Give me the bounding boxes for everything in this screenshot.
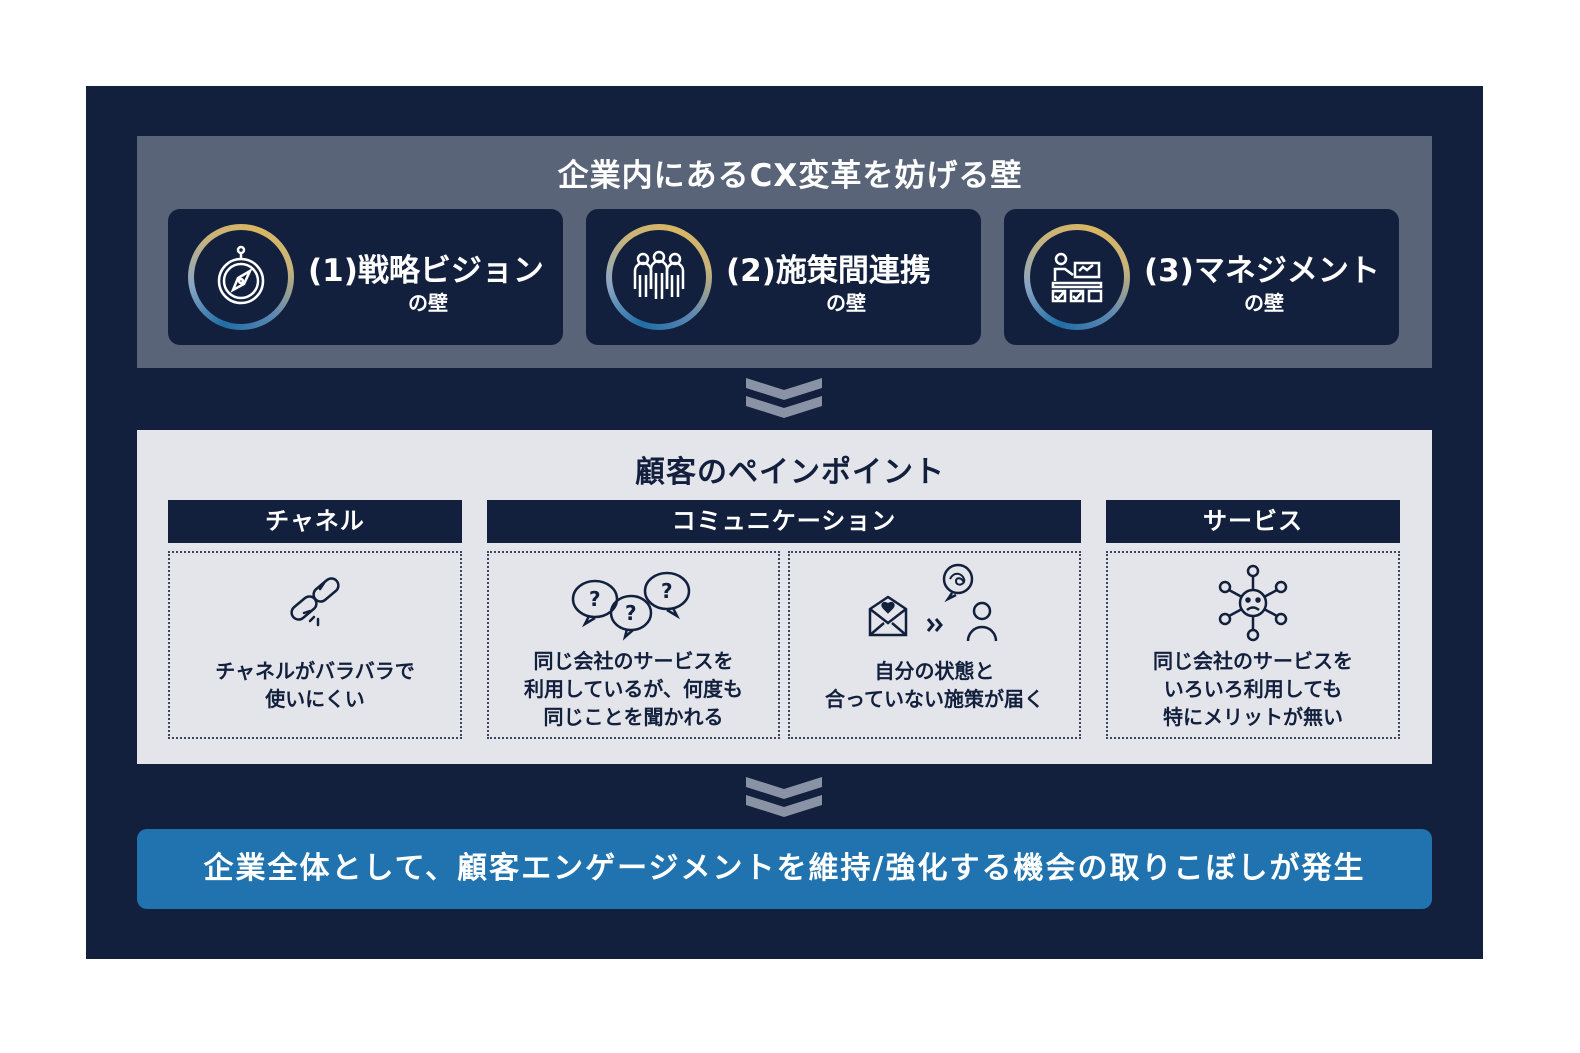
chevron-down-icon (746, 378, 822, 418)
wall-title: (2)施策間連携 (726, 253, 931, 289)
wall-subtitle: の壁 (1244, 291, 1284, 315)
broken-link-icon (290, 577, 340, 627)
pain-text-line: 合っていない施策が届く (825, 687, 1044, 711)
wall-title: (3)マネジメント (1144, 253, 1380, 289)
pain-text-line: 特にメリットが無い (1163, 705, 1343, 729)
wall-card-coordination: (2)施策間連携 の壁 (586, 209, 981, 345)
result-banner: 企業全体として、顧客エンゲージメントを維持/強化する機会の取りこぼしが発生 (137, 829, 1432, 909)
category-service: サービス (1106, 500, 1400, 543)
pain-text-line: 利用しているが、何度も (524, 677, 743, 701)
checklist-worker-icon (1051, 252, 1103, 303)
pain-box-no-merit: 同じ会社のサービスをいろいろ利用しても特にメリットが無い (1106, 551, 1400, 739)
svg-text:?: ? (589, 587, 601, 611)
icon-ring (606, 224, 712, 330)
walls-title: 企業内にあるCX変革を妨げる壁 (557, 158, 1023, 194)
category-channel: チャネル (168, 500, 462, 543)
pain-text-line: チャネルがバラバラで (215, 659, 415, 683)
pain-text-line: いろいろ利用しても (1163, 677, 1343, 701)
chevron-down-icon (746, 777, 822, 817)
compass-icon (217, 245, 265, 305)
wall-subtitle: の壁 (826, 291, 866, 315)
pain-text-line: 同じことを聞かれる (543, 705, 724, 729)
wall-subtitle: の壁 (408, 291, 448, 315)
team-icon (633, 250, 685, 299)
icon-ring (1024, 224, 1130, 330)
question-bubbles-icon: ? ? ? (571, 571, 690, 641)
category-communication: コミュニケーション (487, 500, 1081, 543)
pain-box-mismatched: 自分の状態と合っていない施策が届く (788, 551, 1081, 739)
pain-text-line: 同じ会社のサービスを (1153, 649, 1353, 673)
wall-card-strategy: (1)戦略ビジョン の壁 (168, 209, 563, 345)
wall-card-management: (3)マネジメント の壁 (1004, 209, 1399, 345)
icon-ring (188, 224, 294, 330)
wall-title: (1)戦略ビジョン (308, 253, 544, 289)
pain-text-line: 自分の状態と (874, 659, 995, 683)
svg-text:?: ? (625, 601, 637, 625)
pain-box-repeated-questions: ? ? ? 同じ会社のサービスを利用しているが、何度も同じことを聞かれる (487, 551, 780, 739)
sad-network-icon (1218, 564, 1288, 642)
pain-text-line: 使いにくい (265, 687, 365, 711)
mail-to-person-icon (868, 563, 997, 642)
pain-title: 顧客のペインポイント (635, 455, 945, 490)
svg-text:?: ? (661, 579, 673, 603)
pain-text-line: 同じ会社のサービスを (533, 649, 734, 673)
pain-box-channel: チャネルがバラバラで使いにくい (168, 551, 462, 739)
